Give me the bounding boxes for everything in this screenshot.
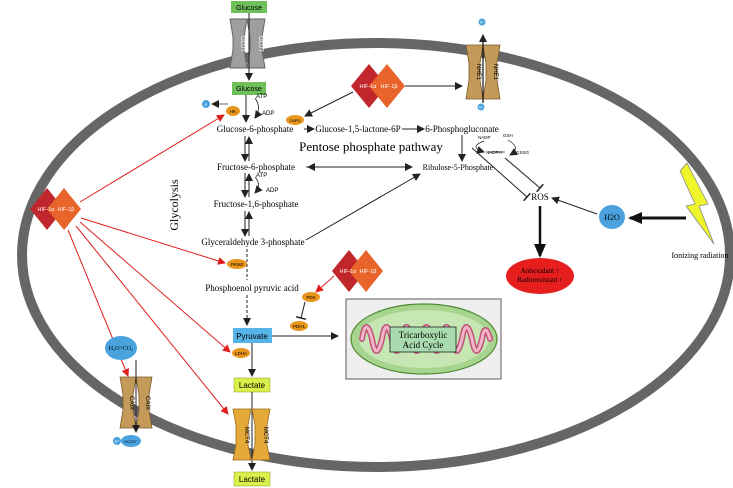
outcome-line1: Antioxidant ↑: [521, 267, 560, 275]
atp-label-2: ATP: [256, 173, 267, 179]
g3p-label: Glyceraldehyde 3-phosphate: [201, 237, 304, 247]
pyruvate-label: Pyruvate: [236, 332, 268, 341]
h-plus-caix-circle: [113, 437, 121, 445]
lactate-inside-label: Lactate: [239, 381, 266, 390]
h-plus-top-circle: [478, 18, 486, 26]
g15l6p-label: Glucose-1,5-lactone-6P: [315, 124, 400, 134]
hif-complex-left: HIF-1α HIF-1β: [30, 188, 81, 230]
hco3-bubble: [121, 435, 141, 447]
h-plus-bottom-label: H⁺: [479, 106, 484, 110]
g6p-label: Glucose-6-phosphate: [217, 124, 293, 134]
glut-label-left: GLUT: [239, 36, 245, 52]
h2o-co2-label: H₂O+CO₂: [109, 346, 134, 352]
ionizing-label: Ionizing radiation: [671, 251, 728, 260]
mct4-label-left: MCT4: [243, 427, 249, 444]
ros-label: ROS: [531, 192, 549, 202]
nadph-label: NADPH: [486, 150, 502, 155]
cell-membrane: [17, 38, 733, 472]
pkm2-enzyme: [227, 259, 247, 269]
h2o-bubble: [599, 205, 625, 229]
adp-label-1: ADP: [262, 111, 274, 117]
outcome-line2: Radioresistant ↑: [517, 276, 562, 284]
gssg-label: GSSG: [516, 150, 530, 155]
lactate-outside-box: [233, 471, 271, 487]
tca-label-line1: Tricarboxylic: [399, 330, 448, 340]
glucose-inside-label: Glucose: [236, 86, 262, 93]
hif-alpha-top-label: HIF-1α: [360, 84, 378, 90]
hif-beta-top-label: HIF-1β: [381, 84, 398, 90]
adp-label-2: ADP: [266, 188, 278, 194]
hk-enzyme: [226, 106, 240, 116]
glucose-outside-label: Glucose: [236, 5, 262, 12]
pdk-label: PDK: [306, 295, 315, 300]
r5p-label: Ribulose-5-Phosphate: [423, 163, 494, 172]
tca-label-line2: Acid Cycle: [403, 340, 444, 350]
mct4-transporter: MCT4 MCT4: [232, 408, 271, 461]
hif-beta-mid-label: HIF-1β: [360, 269, 377, 275]
nhe1-transporter: NHE1 NHE1: [465, 44, 501, 100]
mct4-label-right: MCT4: [262, 427, 268, 444]
gsh-label: GSH: [503, 133, 513, 138]
mitochondrion-icon: [345, 298, 502, 380]
phosphate-label: P: [205, 102, 208, 107]
glut-label-right: GLUT: [257, 36, 263, 52]
pkm2-label: PKM2: [231, 262, 244, 267]
f6p-label: Fructose-6-phosphate: [217, 162, 295, 172]
h-plus-top-label: H⁺: [480, 21, 485, 25]
6pg-label: 6-Phosphogluconate: [425, 124, 499, 134]
nhe1-label-left: NHE1: [475, 64, 481, 81]
glucose-outside-box: [231, 1, 267, 13]
lactate-outside-label: Lactate: [239, 475, 266, 484]
atp-label-1: ATP: [256, 94, 267, 100]
pdh1-enzyme: [290, 321, 308, 331]
hco3-label: HCO3⁻: [124, 439, 137, 444]
caix-transporter: CAIX CAIX: [119, 376, 153, 429]
caix-label-right: CAIX: [144, 396, 150, 410]
phosphate-circle: [202, 100, 210, 108]
pep-label: Phosphoenol pyruvic acid: [205, 283, 299, 293]
glycolysis-label: Glycolysis: [167, 179, 181, 231]
hif-complex-middle: HIF-1α HIF-1β: [332, 250, 383, 292]
lightning-bolt-icon: [679, 162, 715, 245]
ppp-label: Pentose phosphate pathway: [299, 139, 443, 154]
hif-complex-top: HIF-1α HIF-1β: [351, 64, 405, 108]
hif-beta-left-label: HIF-1β: [58, 207, 75, 213]
h2o-label: H2O: [604, 213, 620, 222]
nhe1-label-right: NHE1: [492, 64, 498, 81]
g6pd-enzyme: [286, 115, 304, 125]
hif-alpha-left-label: HIF-1α: [38, 207, 56, 213]
glucose-inside-box: [232, 82, 266, 95]
pdh1-label: PDH1: [293, 324, 306, 329]
h2o-co2-bubble: [105, 336, 137, 360]
ldha-label: LDHA: [235, 351, 247, 356]
f16bp-label: Fructose-1,6-phosphate: [214, 199, 299, 209]
nadp-label: NADP: [478, 135, 491, 140]
ldha-enzyme: [232, 348, 250, 358]
h-plus-bottom-circle: [477, 103, 485, 111]
glut-transporter: GLUT GLUT: [229, 18, 266, 69]
pdk-enzyme: [302, 292, 320, 302]
pyruvate-box: [233, 328, 272, 343]
hk-label: HK: [230, 109, 236, 114]
g6pd-label: G6PD: [290, 118, 301, 123]
h-plus-caix-label: H⁺: [115, 440, 120, 444]
caix-label-left: CAIX: [128, 396, 134, 410]
hif-alpha-mid-label: HIF-1α: [340, 269, 358, 275]
outcome-ellipse: [506, 258, 574, 294]
